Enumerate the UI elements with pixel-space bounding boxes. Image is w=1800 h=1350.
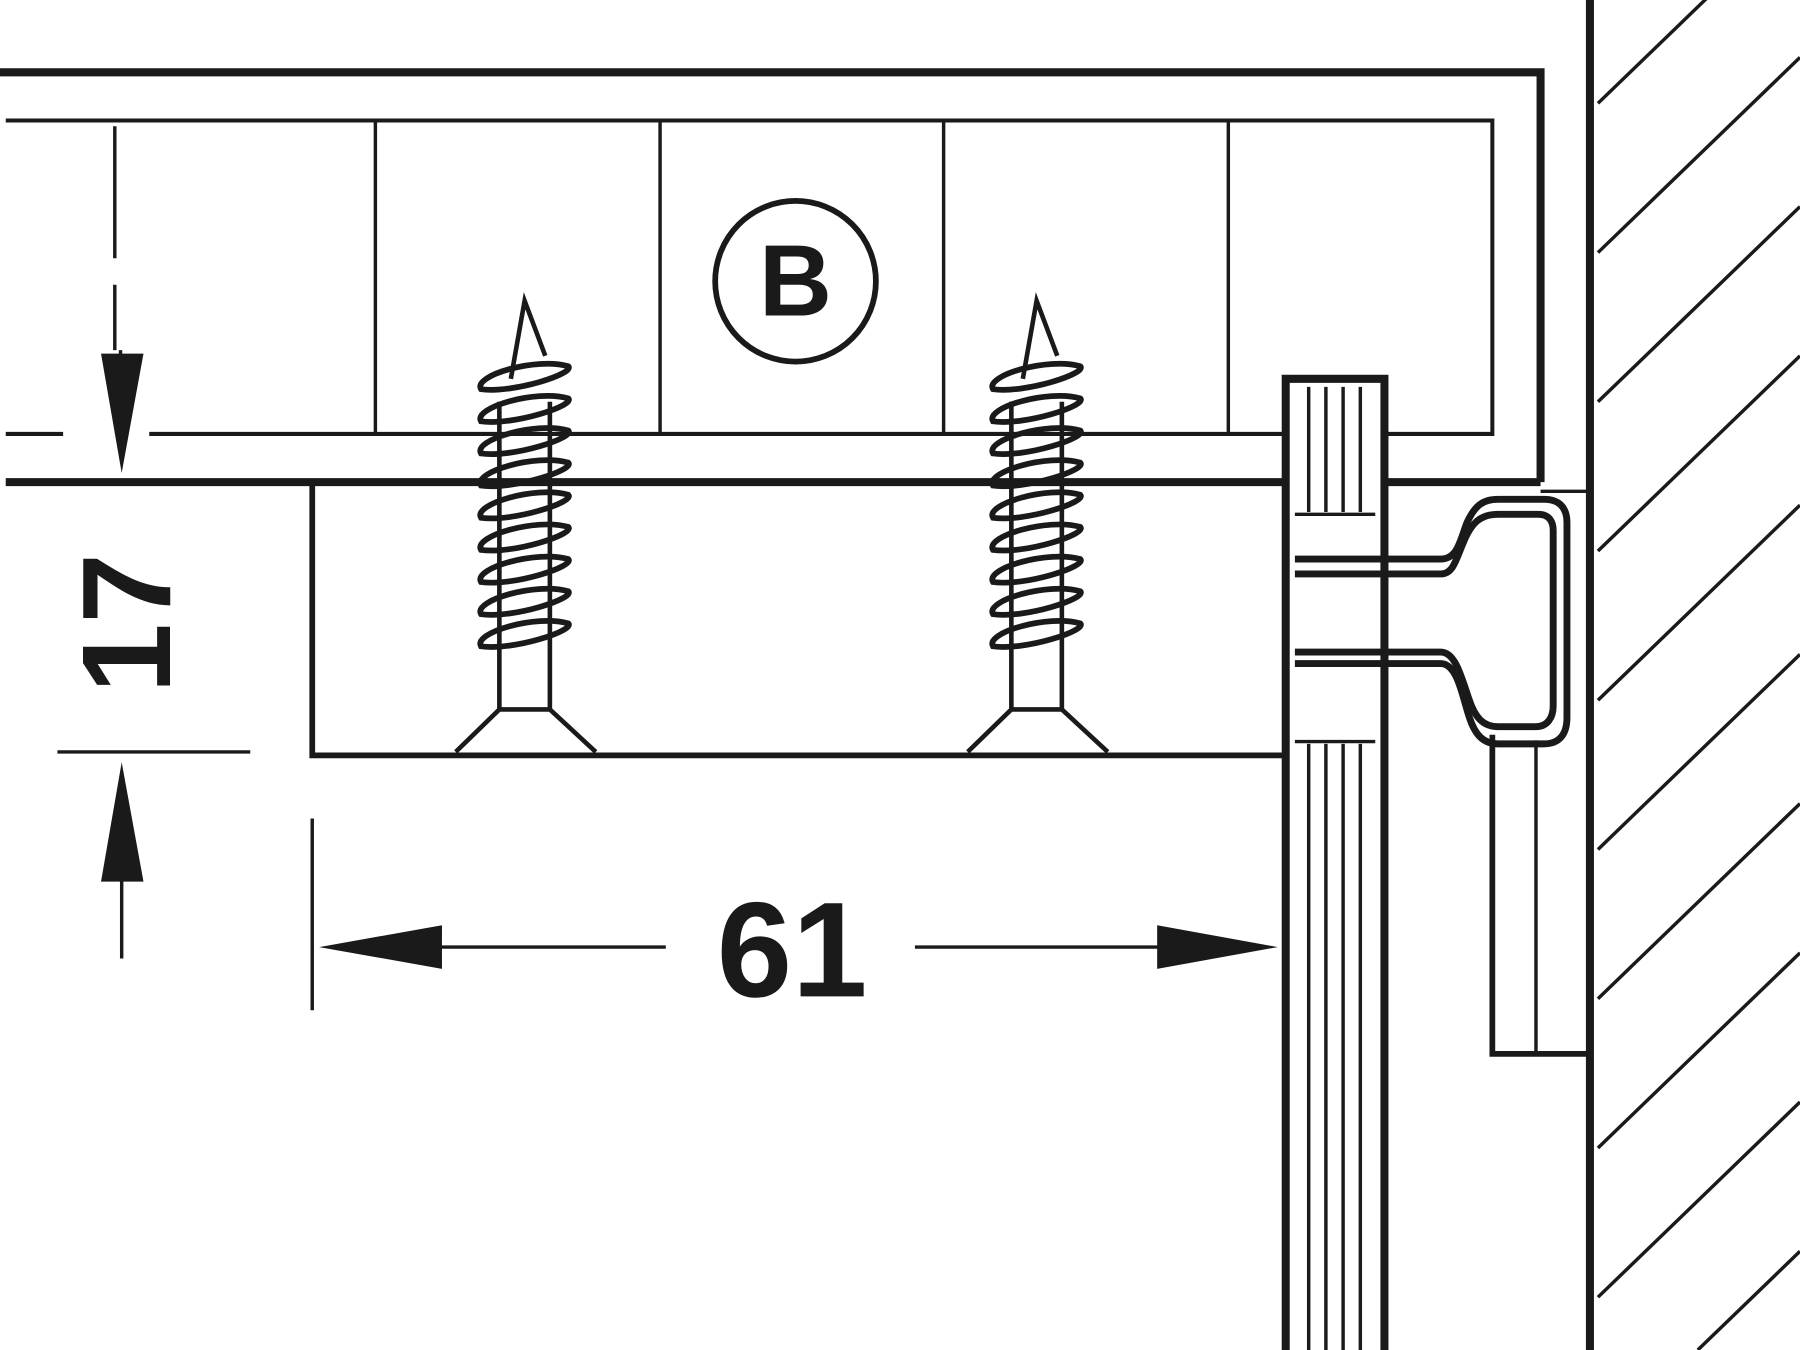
arrow-left-icon xyxy=(319,925,442,969)
hatch-line xyxy=(1596,951,1800,1150)
screw-thread xyxy=(477,489,572,522)
screw-tip xyxy=(1020,292,1060,380)
screw-thread xyxy=(477,360,572,393)
screw-thread xyxy=(477,521,572,554)
screws xyxy=(454,292,1110,754)
screw-thread xyxy=(477,457,572,490)
hatch-line xyxy=(1696,1250,1800,1350)
screw-thread xyxy=(477,553,572,586)
screw-thread xyxy=(989,457,1084,490)
part-label-badge: B xyxy=(712,198,879,365)
door-strip xyxy=(1281,374,1571,1350)
screw-head xyxy=(966,707,1110,754)
screw-thread xyxy=(989,360,1084,393)
screw-thread xyxy=(477,585,572,618)
hatch-line xyxy=(1596,56,1800,254)
screw-thread xyxy=(989,618,1084,650)
hatch-line xyxy=(1596,205,1800,404)
part-label: B xyxy=(759,226,832,338)
screw-thread xyxy=(989,489,1084,522)
hatch-line xyxy=(1596,1100,1800,1299)
mounting-block xyxy=(309,482,1284,759)
width-value: 61 xyxy=(717,873,868,1025)
screw-thread xyxy=(989,425,1084,457)
screw-icon xyxy=(454,292,598,754)
screw-icon xyxy=(966,292,1110,754)
screw-thread xyxy=(477,393,572,425)
panel-dividers xyxy=(373,120,1231,434)
bracket xyxy=(1489,489,1590,1057)
arrow-down-icon xyxy=(101,353,144,473)
hatch-line xyxy=(1596,503,1800,702)
screw-thread xyxy=(989,553,1084,586)
hatch-line xyxy=(1596,0,1708,105)
screw-thread xyxy=(477,618,572,650)
arrow-up-icon xyxy=(101,762,144,882)
screw-thread xyxy=(477,425,572,457)
screw-tip xyxy=(508,292,548,380)
screw-head xyxy=(454,707,598,754)
screw-thread xyxy=(989,521,1084,554)
height-value: 17 xyxy=(56,553,197,693)
width-dimension: 61 xyxy=(310,818,1278,1025)
hatch-line xyxy=(1596,802,1800,1000)
wall xyxy=(1585,0,1800,1350)
height-dimension: 17 xyxy=(56,126,251,959)
screw-thread xyxy=(989,393,1084,425)
screw-thread xyxy=(989,585,1084,618)
hatch-line xyxy=(1596,354,1800,553)
arrow-right-icon xyxy=(1157,925,1278,969)
cabinet-panel xyxy=(0,68,1545,487)
hatch-line xyxy=(1596,653,1800,851)
